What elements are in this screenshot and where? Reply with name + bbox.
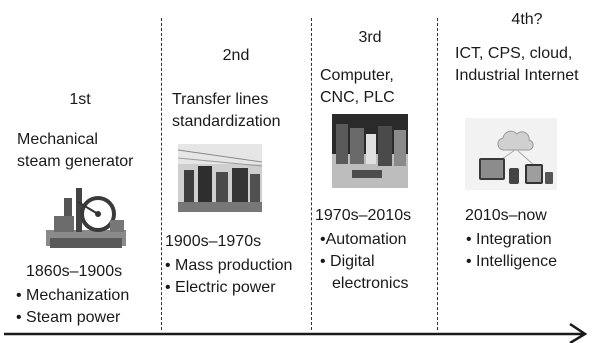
divider-2	[311, 18, 312, 330]
stage-2-period: 1900s–1970s	[165, 233, 262, 250]
stage-3-bullet-2-cont: electronics	[332, 275, 409, 292]
stage-4-label: 4th?	[511, 11, 543, 28]
stage-3-title-line-1: Computer,	[320, 67, 394, 84]
stage-2-title-line-2: standardization	[172, 113, 281, 130]
stage-4-bullet-1: • Integration	[466, 231, 552, 248]
assembly-line-photo-icon	[178, 144, 262, 212]
stage-4-title-line-2: Industrial Internet	[455, 67, 579, 84]
stage-2-bullet-2: • Electric power	[165, 279, 276, 296]
stage-1-title-line-2: steam generator	[17, 153, 134, 170]
stage-3-title-line-2: CNC, PLC	[320, 89, 395, 106]
computer-room-photo-icon	[332, 114, 408, 188]
stage-2-bullet-1: • Mass production	[165, 257, 293, 274]
stage-3-period: 1970s–2010s	[315, 207, 412, 224]
cloud-devices-photo-icon	[465, 118, 557, 190]
divider-1	[161, 18, 162, 330]
stage-1-period: 1860s–1900s	[26, 263, 123, 280]
stage-3-label: 3rd	[358, 29, 382, 46]
stage-1-bullet-1: • Mechanization	[16, 287, 130, 304]
stage-3-bullet-1: •Automation	[320, 231, 407, 248]
stage-1-label: 1st	[69, 91, 91, 108]
steam-engine-photo-icon	[40, 180, 132, 252]
divider-3	[437, 18, 438, 330]
stage-1-title-line-1: Mechanical	[17, 131, 98, 148]
stage-1-bullet-2: • Steam power	[16, 309, 121, 326]
stage-4-bullet-2: • Intelligence	[466, 253, 557, 270]
stage-4-period: 2010s–now	[465, 207, 547, 224]
stage-2-title-line-1: Transfer lines	[172, 91, 269, 108]
stage-4-title-line-1: ICT, CPS, cloud,	[455, 45, 573, 62]
stage-2-label: 2nd	[222, 47, 250, 64]
stage-3-bullet-2: • Digital	[320, 253, 375, 270]
